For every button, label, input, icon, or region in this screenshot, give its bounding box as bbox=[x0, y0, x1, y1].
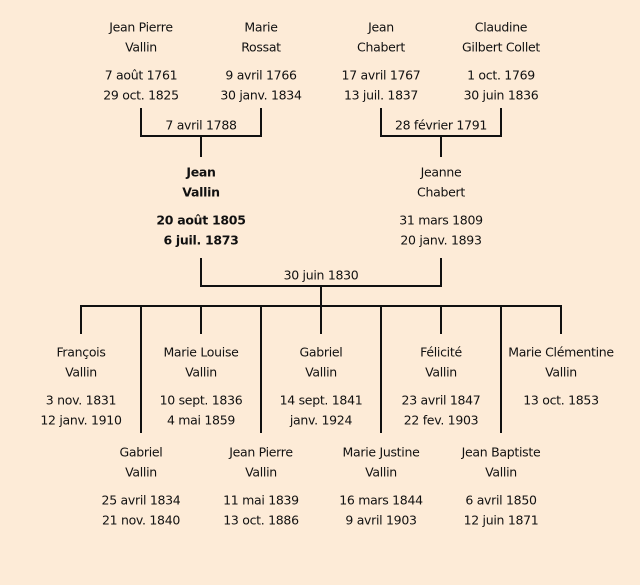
person-last-name: Vallin bbox=[545, 364, 577, 380]
person-death-date: 13 juil. 1837 bbox=[343, 87, 419, 103]
connector-line bbox=[200, 135, 202, 157]
person-last-name: Vallin bbox=[185, 364, 217, 380]
person-last-name: Vallin bbox=[245, 464, 277, 480]
person-last-name: Gilbert Collet bbox=[462, 39, 540, 55]
person-death-date: 9 avril 1903 bbox=[345, 512, 417, 528]
connector-line bbox=[440, 258, 442, 287]
person-birth-date: 23 avril 1847 bbox=[401, 392, 481, 408]
person-last-name: Chabert bbox=[417, 184, 465, 200]
person-first-name: Félicité bbox=[420, 344, 462, 360]
person-first-name: Jean Pierre bbox=[109, 19, 173, 35]
connector-line bbox=[200, 305, 202, 334]
person-last-name: Vallin bbox=[425, 364, 457, 380]
person-death-date: 30 juin 1836 bbox=[463, 87, 539, 103]
person-birth-date: 14 sept. 1841 bbox=[279, 392, 363, 408]
person-last-name: Vallin bbox=[305, 364, 337, 380]
person-last-name: Vallin bbox=[125, 39, 157, 55]
person-death-date: 6 juil. 1873 bbox=[163, 232, 239, 248]
connector-line bbox=[260, 108, 262, 137]
person-birth-date: 9 avril 1766 bbox=[225, 67, 297, 83]
person-first-name: Jean Pierre bbox=[229, 444, 293, 460]
person-last-name: Vallin bbox=[125, 464, 157, 480]
person-last-name: Vallin bbox=[365, 464, 397, 480]
connector-line bbox=[440, 305, 442, 334]
person-last-name: Vallin bbox=[182, 184, 220, 200]
person-first-name: Marie Louise bbox=[163, 344, 239, 360]
person-first-name: François bbox=[56, 344, 106, 360]
person-birth-date: 31 mars 1809 bbox=[399, 212, 483, 228]
person-first-name: Marie Justine bbox=[342, 444, 420, 460]
person-first-name: Jean Baptiste bbox=[461, 444, 541, 460]
connector-line bbox=[260, 305, 262, 433]
connector-line bbox=[140, 305, 142, 433]
person-last-name: Rossat bbox=[241, 39, 281, 55]
person-birth-date: 3 nov. 1831 bbox=[45, 392, 117, 408]
connector-line bbox=[320, 285, 322, 307]
person-first-name: Marie Clémentine bbox=[508, 344, 614, 360]
person-last-name: Chabert bbox=[357, 39, 405, 55]
connector-line bbox=[560, 305, 562, 334]
person-first-name: Jean bbox=[186, 164, 216, 180]
marriage-date: 28 février 1791 bbox=[394, 117, 488, 133]
person-first-name: Gabriel bbox=[299, 344, 343, 360]
connector-line bbox=[500, 108, 502, 137]
person-first-name: Jeanne bbox=[420, 164, 462, 180]
connector-line bbox=[500, 305, 502, 433]
person-last-name: Vallin bbox=[65, 364, 97, 380]
marriage-date: 30 juin 1830 bbox=[283, 267, 359, 283]
marriage-date: 7 avril 1788 bbox=[165, 117, 237, 133]
person-first-name: Jean bbox=[368, 19, 394, 35]
person-birth-date: 1 oct. 1769 bbox=[467, 67, 535, 83]
connector-line bbox=[140, 108, 142, 137]
person-death-date: 12 janv. 1910 bbox=[40, 412, 122, 428]
person-birth-date: 10 sept. 1836 bbox=[159, 392, 243, 408]
person-death-date: janv. 1924 bbox=[289, 412, 353, 428]
person-first-name: Marie bbox=[244, 19, 278, 35]
connector-line bbox=[200, 258, 202, 287]
person-death-date: 13 oct. 1886 bbox=[223, 512, 299, 528]
person-birth-date: 13 oct. 1853 bbox=[523, 392, 599, 408]
connector-line bbox=[320, 305, 322, 334]
connector-line bbox=[380, 108, 382, 137]
person-birth-date: 6 avril 1850 bbox=[465, 492, 537, 508]
person-death-date: 20 janv. 1893 bbox=[400, 232, 482, 248]
person-birth-date: 11 mai 1839 bbox=[223, 492, 299, 508]
connector-line bbox=[440, 135, 442, 157]
person-birth-date: 16 mars 1844 bbox=[339, 492, 423, 508]
person-first-name: Claudine bbox=[474, 19, 528, 35]
person-death-date: 21 nov. 1840 bbox=[101, 512, 181, 528]
person-last-name: Vallin bbox=[485, 464, 517, 480]
person-death-date: 22 fev. 1903 bbox=[403, 412, 479, 428]
connector-line bbox=[80, 305, 82, 334]
person-death-date: 29 oct. 1825 bbox=[103, 87, 179, 103]
person-birth-date: 20 août 1805 bbox=[156, 212, 246, 228]
person-death-date: 30 janv. 1834 bbox=[220, 87, 302, 103]
person-death-date: 4 mai 1859 bbox=[166, 412, 236, 428]
person-birth-date: 7 août 1761 bbox=[104, 67, 178, 83]
person-first-name: Gabriel bbox=[119, 444, 163, 460]
person-birth-date: 17 avril 1767 bbox=[341, 67, 421, 83]
person-birth-date: 25 avril 1834 bbox=[101, 492, 181, 508]
connector-line bbox=[380, 305, 382, 433]
person-death-date: 12 juin 1871 bbox=[463, 512, 539, 528]
